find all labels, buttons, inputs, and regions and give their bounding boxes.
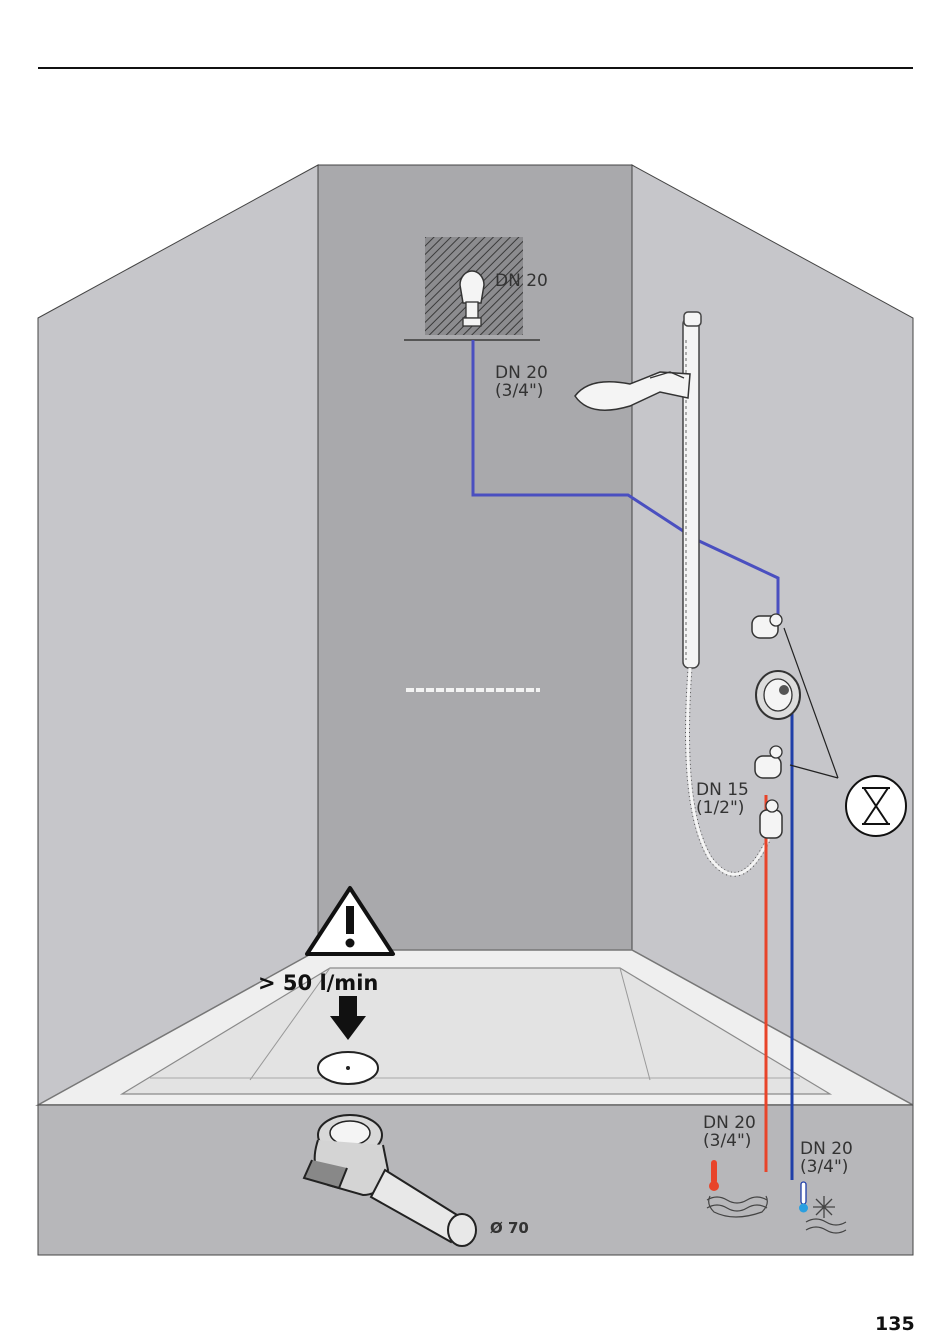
label-drain-diameter: Ø 70 [490,1219,529,1237]
page-number: 135 [875,1313,915,1335]
left-wall [38,165,318,1105]
label-ceiling-connection: DN 20 [495,271,548,291]
label-hot-1: DN 20 [703,1113,756,1133]
thermostat-mixer [756,671,800,719]
upper-valve [752,614,782,638]
label-cold-1: DN 20 [800,1139,853,1159]
hourglass-icon [846,776,906,836]
label-hand-shower-2: (1/2") [696,798,744,818]
shower-rail [683,312,701,668]
label-hot-2: (3/4") [703,1131,751,1151]
drain-cover-icon [318,1052,378,1084]
label-hand-shower-1: DN 15 [696,780,749,800]
label-ceiling-pipe-2: (3/4") [495,381,543,401]
label-ceiling-pipe-1: DN 20 [495,363,548,383]
label-cold-2: (3/4") [800,1157,848,1177]
label-flow-rate: > 50 l/min [258,971,378,995]
